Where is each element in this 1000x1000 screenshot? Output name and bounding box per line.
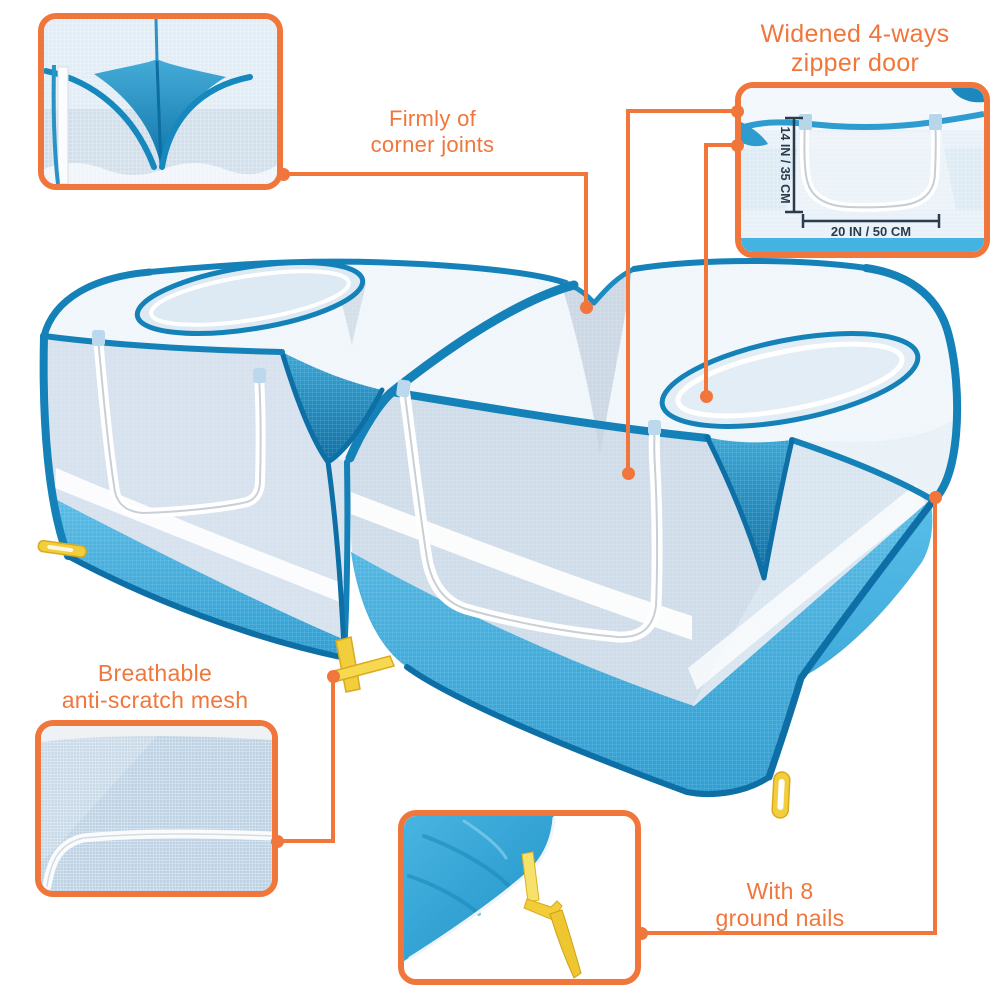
connector-mesh-dot-target bbox=[327, 670, 340, 683]
callout-ground-nails-line2: ground nails bbox=[715, 905, 845, 931]
callout-zipper-door: Widened 4-ways zipper door bbox=[725, 20, 985, 78]
ground-nail-bottom-left bbox=[37, 539, 87, 558]
playpen-body bbox=[37, 258, 962, 819]
top-opening-right bbox=[659, 331, 921, 429]
tent-corner-fabric bbox=[404, 816, 554, 961]
door-zipper-graphic bbox=[799, 111, 941, 212]
connector-front-door-v bbox=[626, 109, 630, 473]
connector-top-door-v bbox=[704, 143, 708, 396]
connector-mesh-dot-inset bbox=[271, 835, 284, 848]
callout-breathable-mesh: Breathable anti-scratch mesh bbox=[10, 660, 300, 714]
connector-top-door-h bbox=[704, 143, 737, 147]
height-measurement bbox=[785, 116, 803, 214]
callout-zipper-door-line1: Widened 4-ways bbox=[760, 20, 950, 48]
mesh-zipper-graphic bbox=[42, 829, 272, 891]
connector-mesh-v bbox=[331, 676, 335, 843]
callout-corner-joints-line1: Firmly of bbox=[388, 106, 477, 131]
connector-top-door-dot-target bbox=[700, 390, 713, 403]
connector-front-door-h bbox=[626, 109, 737, 113]
front-door-zipper bbox=[396, 379, 663, 643]
connector-nails-v bbox=[933, 497, 937, 935]
connector-top-door-dot-inset bbox=[731, 139, 744, 152]
callout-breathable-mesh-line2: anti-scratch mesh bbox=[61, 687, 249, 713]
left-door-zipper bbox=[92, 330, 266, 518]
door-width-label: 20 IN / 50 CM bbox=[831, 224, 911, 239]
zipper-door-inset-image: 14 IN / 35 CM 20 IN / 50 CM bbox=[735, 82, 990, 258]
width-measurement bbox=[801, 214, 941, 228]
callout-corner-joints: Firmly of corner joints bbox=[330, 106, 535, 158]
connector-mesh-h bbox=[277, 839, 335, 843]
top-opening-left bbox=[134, 260, 366, 336]
nail-graphic bbox=[521, 851, 582, 979]
connector-corner-joints-dot-inset bbox=[277, 168, 290, 181]
callout-ground-nails-line1: With 8 bbox=[746, 878, 814, 904]
ground-nail-center bbox=[328, 636, 396, 693]
connector-nails-dot-inset bbox=[635, 927, 648, 940]
callout-ground-nails: With 8 ground nails bbox=[685, 878, 875, 932]
connector-corner-joints-h bbox=[283, 172, 588, 176]
door-height-label: 14 IN / 35 CM bbox=[778, 126, 792, 203]
connector-front-door-dot-inset bbox=[731, 105, 744, 118]
connector-front-door-dot-target bbox=[622, 467, 635, 480]
connector-corner-joints-v bbox=[584, 172, 588, 308]
ground-nail-bottom-right bbox=[771, 771, 791, 819]
corner-joint-inset-image bbox=[38, 13, 283, 190]
callout-corner-joints-line2: corner joints bbox=[370, 132, 495, 157]
connector-nails-h bbox=[641, 931, 937, 935]
callout-zipper-door-line2: zipper door bbox=[790, 49, 920, 77]
connector-nails-dot-target bbox=[929, 491, 942, 504]
ground-nail-inset-image bbox=[398, 810, 641, 985]
connector-corner-joints-dot-target bbox=[580, 301, 593, 314]
mesh-inset-image bbox=[35, 720, 278, 897]
callout-breathable-mesh-line1: Breathable bbox=[97, 660, 213, 686]
frame-edges bbox=[39, 258, 962, 797]
